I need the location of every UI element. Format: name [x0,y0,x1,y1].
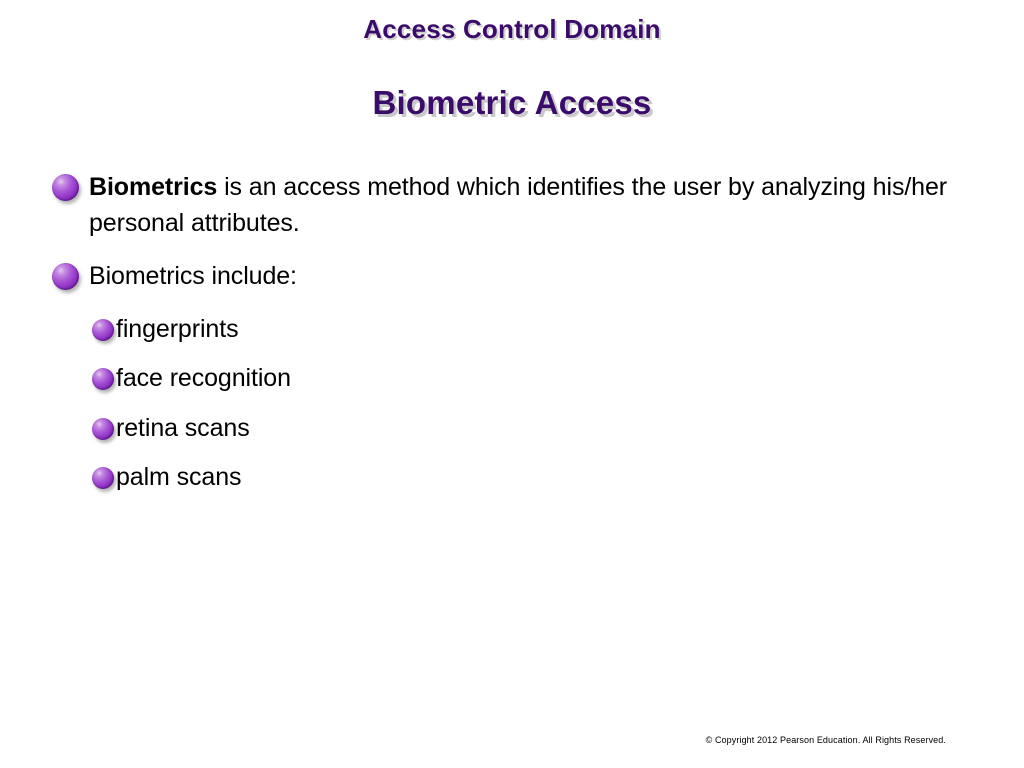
bullet-sphere-icon [52,263,79,290]
bullet-sphere-icon [92,417,114,440]
bullet-sphere-icon [92,318,114,341]
list-item-label: retina scans [116,413,250,442]
bullet-sphere-icon [92,368,114,390]
list-item: palm scans [92,461,972,494]
slide-subtitle: Biometric Access [372,84,652,121]
page-title: Access Control Domain [363,14,661,44]
list-item: face recognition [92,362,972,395]
bullet-list: Biometrics is an access method which ide… [52,170,972,511]
list-item-label: Biometrics is an access method which ide… [89,170,972,241]
list-item: fingerprints [92,313,972,346]
list-item: Biometrics is an access method which ide… [52,170,972,241]
list-item-rest: is an access method which identifies the… [89,173,948,237]
bullet-sphere-icon [92,467,114,489]
list-item: Biometrics include: [52,259,972,295]
list-item: retina scans [92,412,972,445]
bullet-sphere-icon [52,174,79,201]
list-item-label: Biometrics include: [89,262,297,290]
list-item-label: palm scans [116,463,242,491]
copyright-notice: © Copyright 2012 Pearson Education. All … [705,735,946,745]
list-item-label: fingerprints [116,314,239,343]
list-item-label: face recognition [116,364,291,392]
list-item-lead: Biometrics [89,173,218,201]
